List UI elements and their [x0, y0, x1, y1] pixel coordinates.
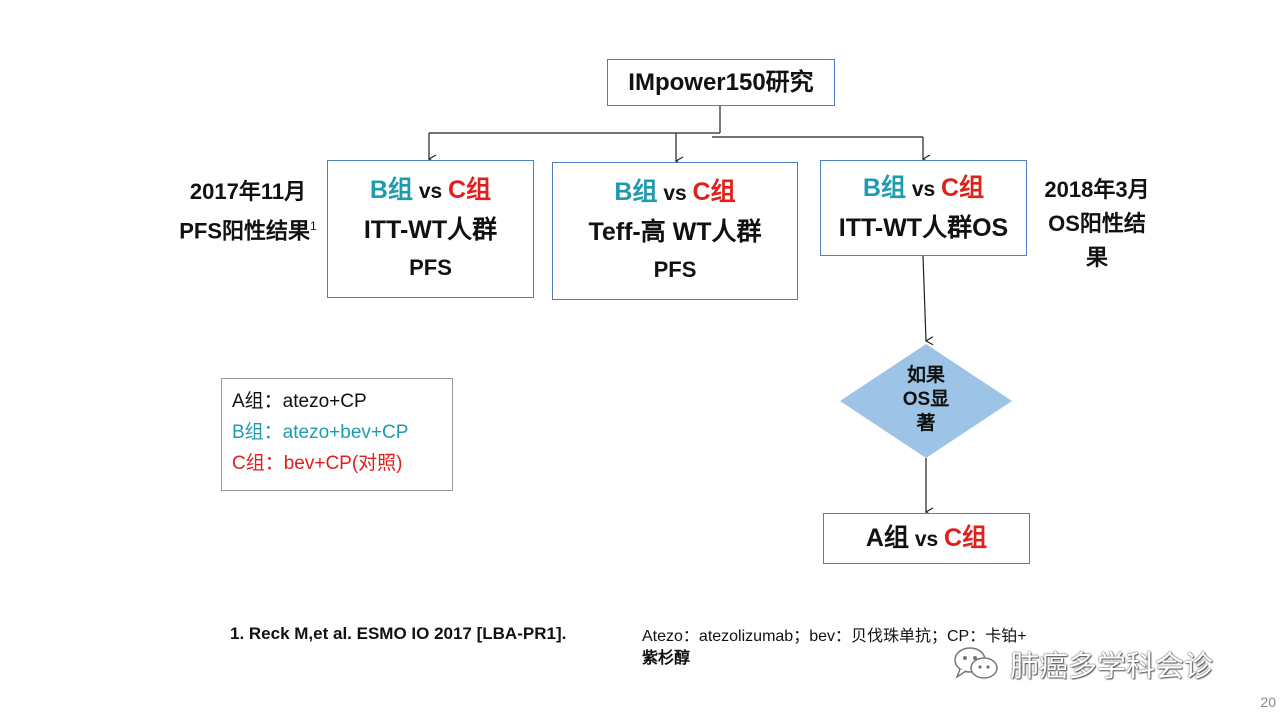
right-note-date: 2018年3月 — [1044, 177, 1150, 202]
decision-text: 如果 OS显 著 — [876, 364, 976, 436]
vs-label: vs — [412, 180, 449, 203]
group-a-label: A组 — [865, 524, 909, 552]
decision-line-3: 著 — [916, 413, 936, 434]
endpoint-label: PFS — [653, 257, 697, 282]
group-b-label: B组 — [862, 174, 906, 202]
group-legend: A组：atezo+CP B组：atezo+bev+CP C组：bev+CP(对照… — [221, 378, 453, 491]
population-label: ITT-WT人群 — [363, 216, 498, 244]
comparison-box-teff-pfs: B组 vs C组 Teff-高 WT人群 PFS — [552, 162, 798, 300]
group-c-label: C组 — [944, 524, 988, 552]
vs-label: vs — [657, 182, 693, 205]
page-number: 20 — [1260, 694, 1276, 710]
chat-bubble-icon — [954, 647, 998, 679]
group-b-label: B组 — [369, 176, 413, 204]
endpoint-label: PFS — [409, 255, 452, 280]
comparison-box-itt-pfs: B组 vs C组 ITT-WT人群 PFS — [327, 160, 534, 298]
right-note-result-cont: 果 — [1085, 245, 1108, 270]
group-b-label: B组 — [614, 178, 658, 206]
title-box: IMpower150研究 — [607, 59, 835, 106]
legend-item-a: A组：atezo+CP — [232, 391, 367, 412]
left-note-date: 2017年11月 — [189, 179, 307, 204]
comparison-box-itt-os: B组 vs C组 ITT-WT人群OS — [820, 160, 1027, 256]
abbreviation-line-1: Atezo：atezolizumab；bev：贝伐珠单抗；CP：卡铂+ — [642, 628, 1027, 645]
abbreviation-line-2: 紫杉醇 — [642, 650, 691, 667]
outcome-box: A组 vs C组 — [823, 513, 1030, 564]
population-label: Teff-高 WT人群 — [588, 218, 762, 246]
legend-item-c: C组：bev+CP(对照) — [232, 453, 403, 474]
group-c-label: C组 — [692, 178, 736, 206]
abbreviation-note: Atezo：atezolizumab；bev：贝伐珠单抗；CP：卡铂+ 紫杉醇 — [642, 626, 1027, 670]
group-c-label: C组 — [941, 174, 985, 202]
right-note-result: OS阳性结 — [1048, 211, 1146, 236]
legend-item-b: B组：atezo+bev+CP — [232, 422, 409, 443]
decision-line-2: OS显 — [902, 389, 950, 410]
reference-text: 1. Reck M,et al. ESMO IO 2017 [LBA-PR1]. — [230, 624, 567, 643]
left-note-result: PFS阳性结果 — [179, 218, 311, 244]
vs-label: vs — [905, 178, 942, 201]
title-text: IMpower150研究 — [628, 69, 814, 96]
group-c-label: C组 — [448, 176, 492, 204]
reference-marker: 1 — [310, 219, 317, 233]
decision-line-1: 如果 — [906, 365, 945, 386]
right-note: 2018年3月 OS阳性结 果 — [1032, 173, 1162, 275]
watermark: 肺癌多学科会诊 — [952, 642, 1213, 686]
watermark-text: 肺癌多学科会诊 — [1010, 651, 1214, 683]
decision-diamond — [840, 344, 1012, 458]
population-label: ITT-WT人群OS — [838, 214, 1009, 242]
vs-label: vs — [908, 528, 945, 551]
left-note: 2017年11月 PFS阳性结果1 — [168, 175, 328, 248]
